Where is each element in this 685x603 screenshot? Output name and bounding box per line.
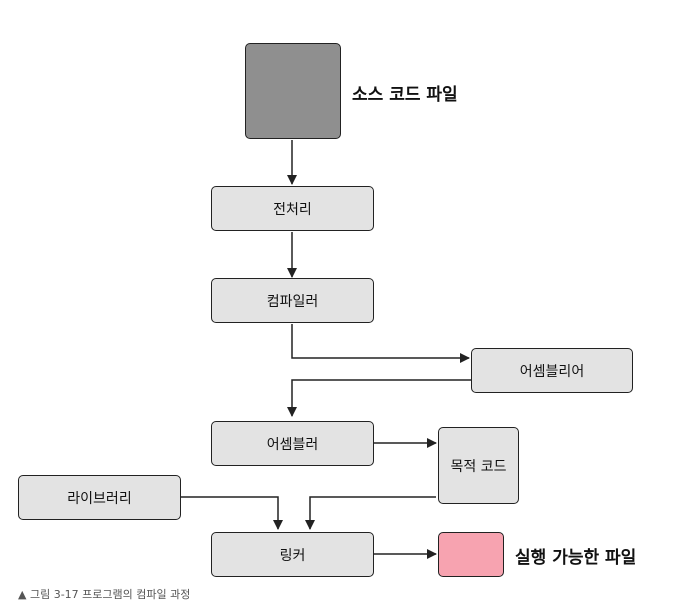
executable-file-node <box>438 532 504 577</box>
source-code-file-node <box>245 43 341 139</box>
arrow-compiler-to-assembly <box>291 324 470 363</box>
library-node: 라이브러리 <box>18 475 181 520</box>
assembly-language-node: 어셈블리어 <box>471 348 633 393</box>
arrow-object-to-linker <box>305 496 436 530</box>
figure-caption: ▲ 그림 3-17 프로그램의 컴파일 과정 <box>18 588 191 601</box>
arrow-assembly-to-assembler <box>287 379 473 417</box>
object-code-node: 목적 코드 <box>438 427 519 504</box>
assembler-node: 어셈블러 <box>211 421 374 466</box>
arrow-library-to-linker <box>181 496 283 530</box>
source-code-file-label: 소스 코드 파일 <box>352 85 458 105</box>
executable-file-label: 실행 가능한 파일 <box>515 548 637 568</box>
preprocessor-node: 전처리 <box>211 186 374 231</box>
linker-node: 링커 <box>211 532 374 577</box>
compiler-node: 컴파일러 <box>211 278 374 323</box>
